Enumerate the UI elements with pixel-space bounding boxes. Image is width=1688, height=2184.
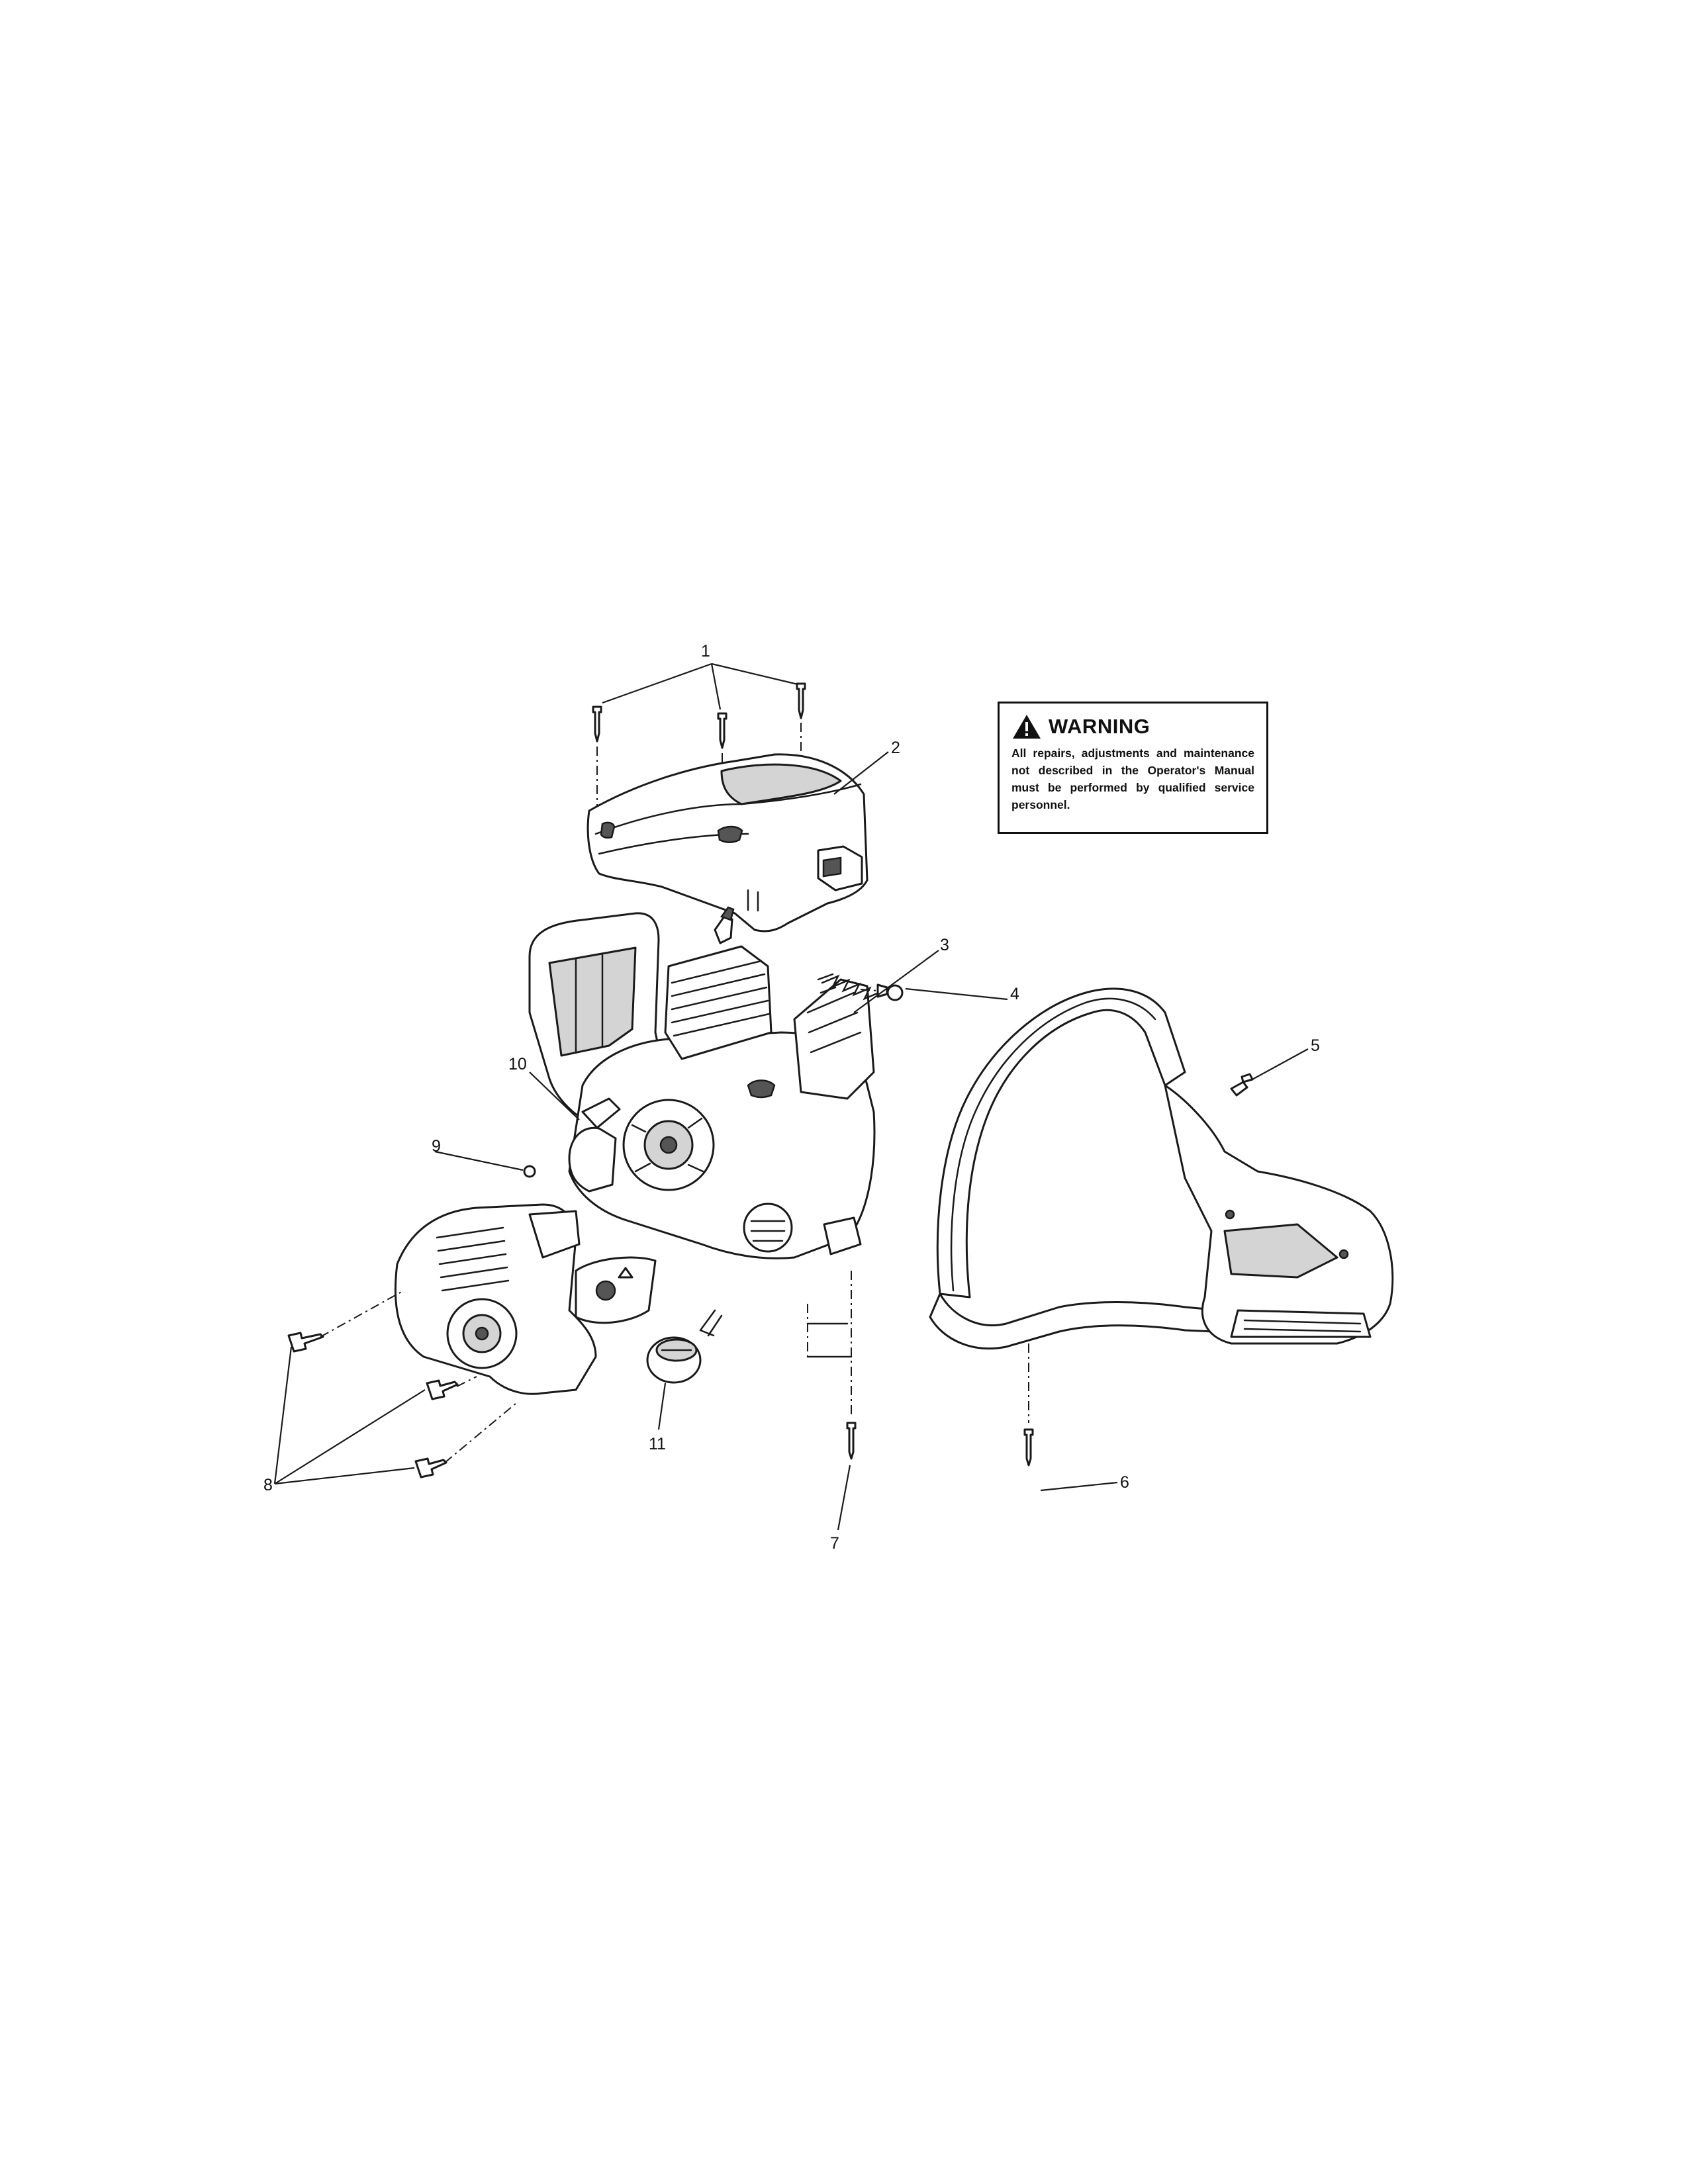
callout-4: 4 xyxy=(1010,985,1019,1003)
callout-3: 3 xyxy=(940,936,949,954)
screw-8c xyxy=(414,1457,447,1479)
screw-7 xyxy=(806,1271,857,1460)
callout-8: 8 xyxy=(263,1476,273,1494)
callout-9: 9 xyxy=(432,1137,441,1156)
spring xyxy=(817,973,882,1001)
starter-screws xyxy=(287,1290,517,1479)
callout-7: 7 xyxy=(830,1534,839,1553)
screw-5 xyxy=(1230,1073,1254,1097)
screw-6 xyxy=(1023,1343,1034,1467)
screw-8a xyxy=(287,1332,324,1353)
callout-6: 6 xyxy=(1120,1473,1129,1492)
warning-triangle-icon xyxy=(1013,715,1041,739)
warning-box: WARNING All repairs, adjustments and mai… xyxy=(998,702,1268,834)
callout-10: 10 xyxy=(508,1055,527,1073)
engine-assembly xyxy=(528,906,876,1259)
leader-lines xyxy=(273,662,1309,1531)
screw-1c xyxy=(796,682,806,719)
callout-labels: 1 2 3 4 5 6 7 8 9 10 11 xyxy=(263,642,1320,1553)
top-cover xyxy=(586,753,868,933)
callout-5: 5 xyxy=(1311,1036,1320,1055)
warning-title: WARNING xyxy=(1049,715,1150,738)
callout-11: 11 xyxy=(649,1435,666,1453)
front-handle xyxy=(929,987,1394,1350)
screw-8b xyxy=(426,1379,459,1400)
lever xyxy=(581,1097,621,1129)
starter-housing xyxy=(394,1203,657,1395)
fuel-cap xyxy=(646,1309,723,1384)
warning-header: WARNING xyxy=(1011,713,1254,741)
callout-1: 1 xyxy=(701,642,710,660)
screw-1a xyxy=(592,705,602,743)
screw-1b xyxy=(717,712,727,749)
callout-2: 2 xyxy=(891,739,900,757)
screw-9 xyxy=(523,1165,536,1178)
warning-text: All repairs, adjustments and maintenance… xyxy=(1011,747,1254,811)
